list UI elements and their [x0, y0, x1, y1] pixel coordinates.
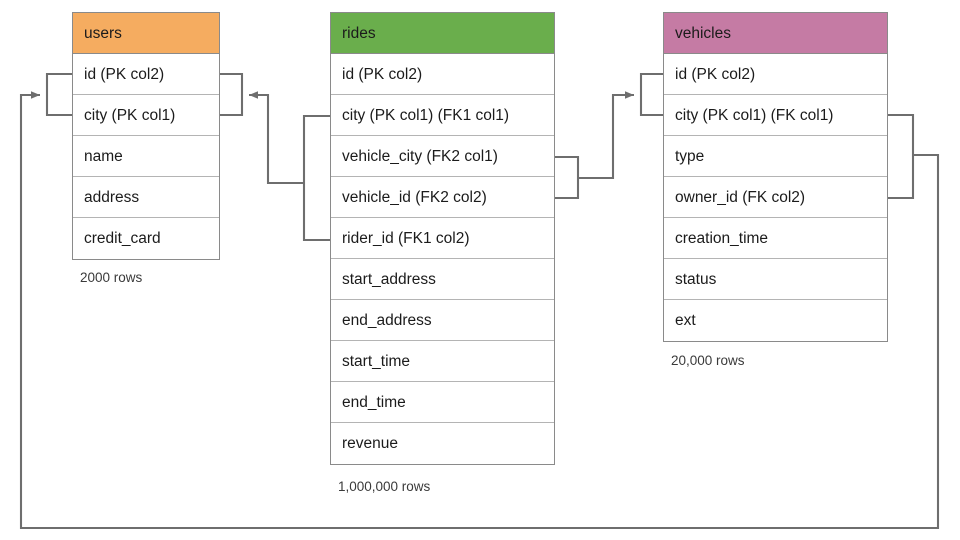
table-row[interactable]: creation_time — [664, 218, 887, 259]
table-row[interactable]: vehicle_id (FK2 col2) — [331, 177, 554, 218]
table-row[interactable]: owner_id (FK col2) — [664, 177, 887, 218]
table-row[interactable]: end_time — [331, 382, 554, 423]
connector-rides-fk2-bracket — [555, 155, 580, 200]
table-row[interactable]: city (PK col1) (FK col1) — [664, 95, 887, 136]
table-row[interactable]: end_address — [331, 300, 554, 341]
connector-vehicles-right-bracket — [888, 113, 915, 200]
connector-users-right-bracket — [220, 72, 244, 117]
table-rides[interactable]: rides id (PK col2) city (PK col1) (FK1 c… — [330, 12, 555, 465]
table-vehicles[interactable]: vehicles id (PK col2) city (PK col1) (FK… — [663, 12, 888, 342]
table-row[interactable]: city (PK col1) (FK1 col1) — [331, 95, 554, 136]
connector-rides-fk1-to-users — [249, 91, 304, 185]
table-row[interactable]: address — [73, 177, 219, 218]
row-count-vehicles: 20,000 rows — [671, 353, 745, 368]
table-row[interactable]: type — [664, 136, 887, 177]
table-header-rides: rides — [331, 13, 554, 54]
table-row[interactable]: status — [664, 259, 887, 300]
table-header-vehicles: vehicles — [664, 13, 887, 54]
connector-vehicles-left-bracket — [639, 72, 663, 117]
table-row[interactable]: name — [73, 136, 219, 177]
table-row[interactable]: city (PK col1) — [73, 95, 219, 136]
table-row[interactable]: revenue — [331, 423, 554, 464]
table-row[interactable]: start_address — [331, 259, 554, 300]
row-count-users: 2000 rows — [80, 270, 143, 285]
table-row[interactable]: rider_id (FK1 col2) — [331, 218, 554, 259]
table-header-users: users — [73, 13, 219, 54]
table-row[interactable]: id (PK col2) — [331, 54, 554, 95]
table-row[interactable]: ext — [664, 300, 887, 341]
connector-users-left-bracket — [45, 72, 72, 117]
table-row[interactable]: start_time — [331, 341, 554, 382]
table-users[interactable]: users id (PK col2) city (PK col1) name a… — [72, 12, 220, 260]
connector-rides-fk1-bracket — [302, 114, 330, 242]
table-row[interactable]: id (PK col2) — [73, 54, 219, 95]
table-row[interactable]: id (PK col2) — [664, 54, 887, 95]
table-row[interactable]: vehicle_city (FK2 col1) — [331, 136, 554, 177]
row-count-rides: 1,000,000 rows — [338, 479, 431, 494]
table-row[interactable]: credit_card — [73, 218, 219, 259]
connector-rides-fk2-to-vehicles — [578, 91, 634, 180]
